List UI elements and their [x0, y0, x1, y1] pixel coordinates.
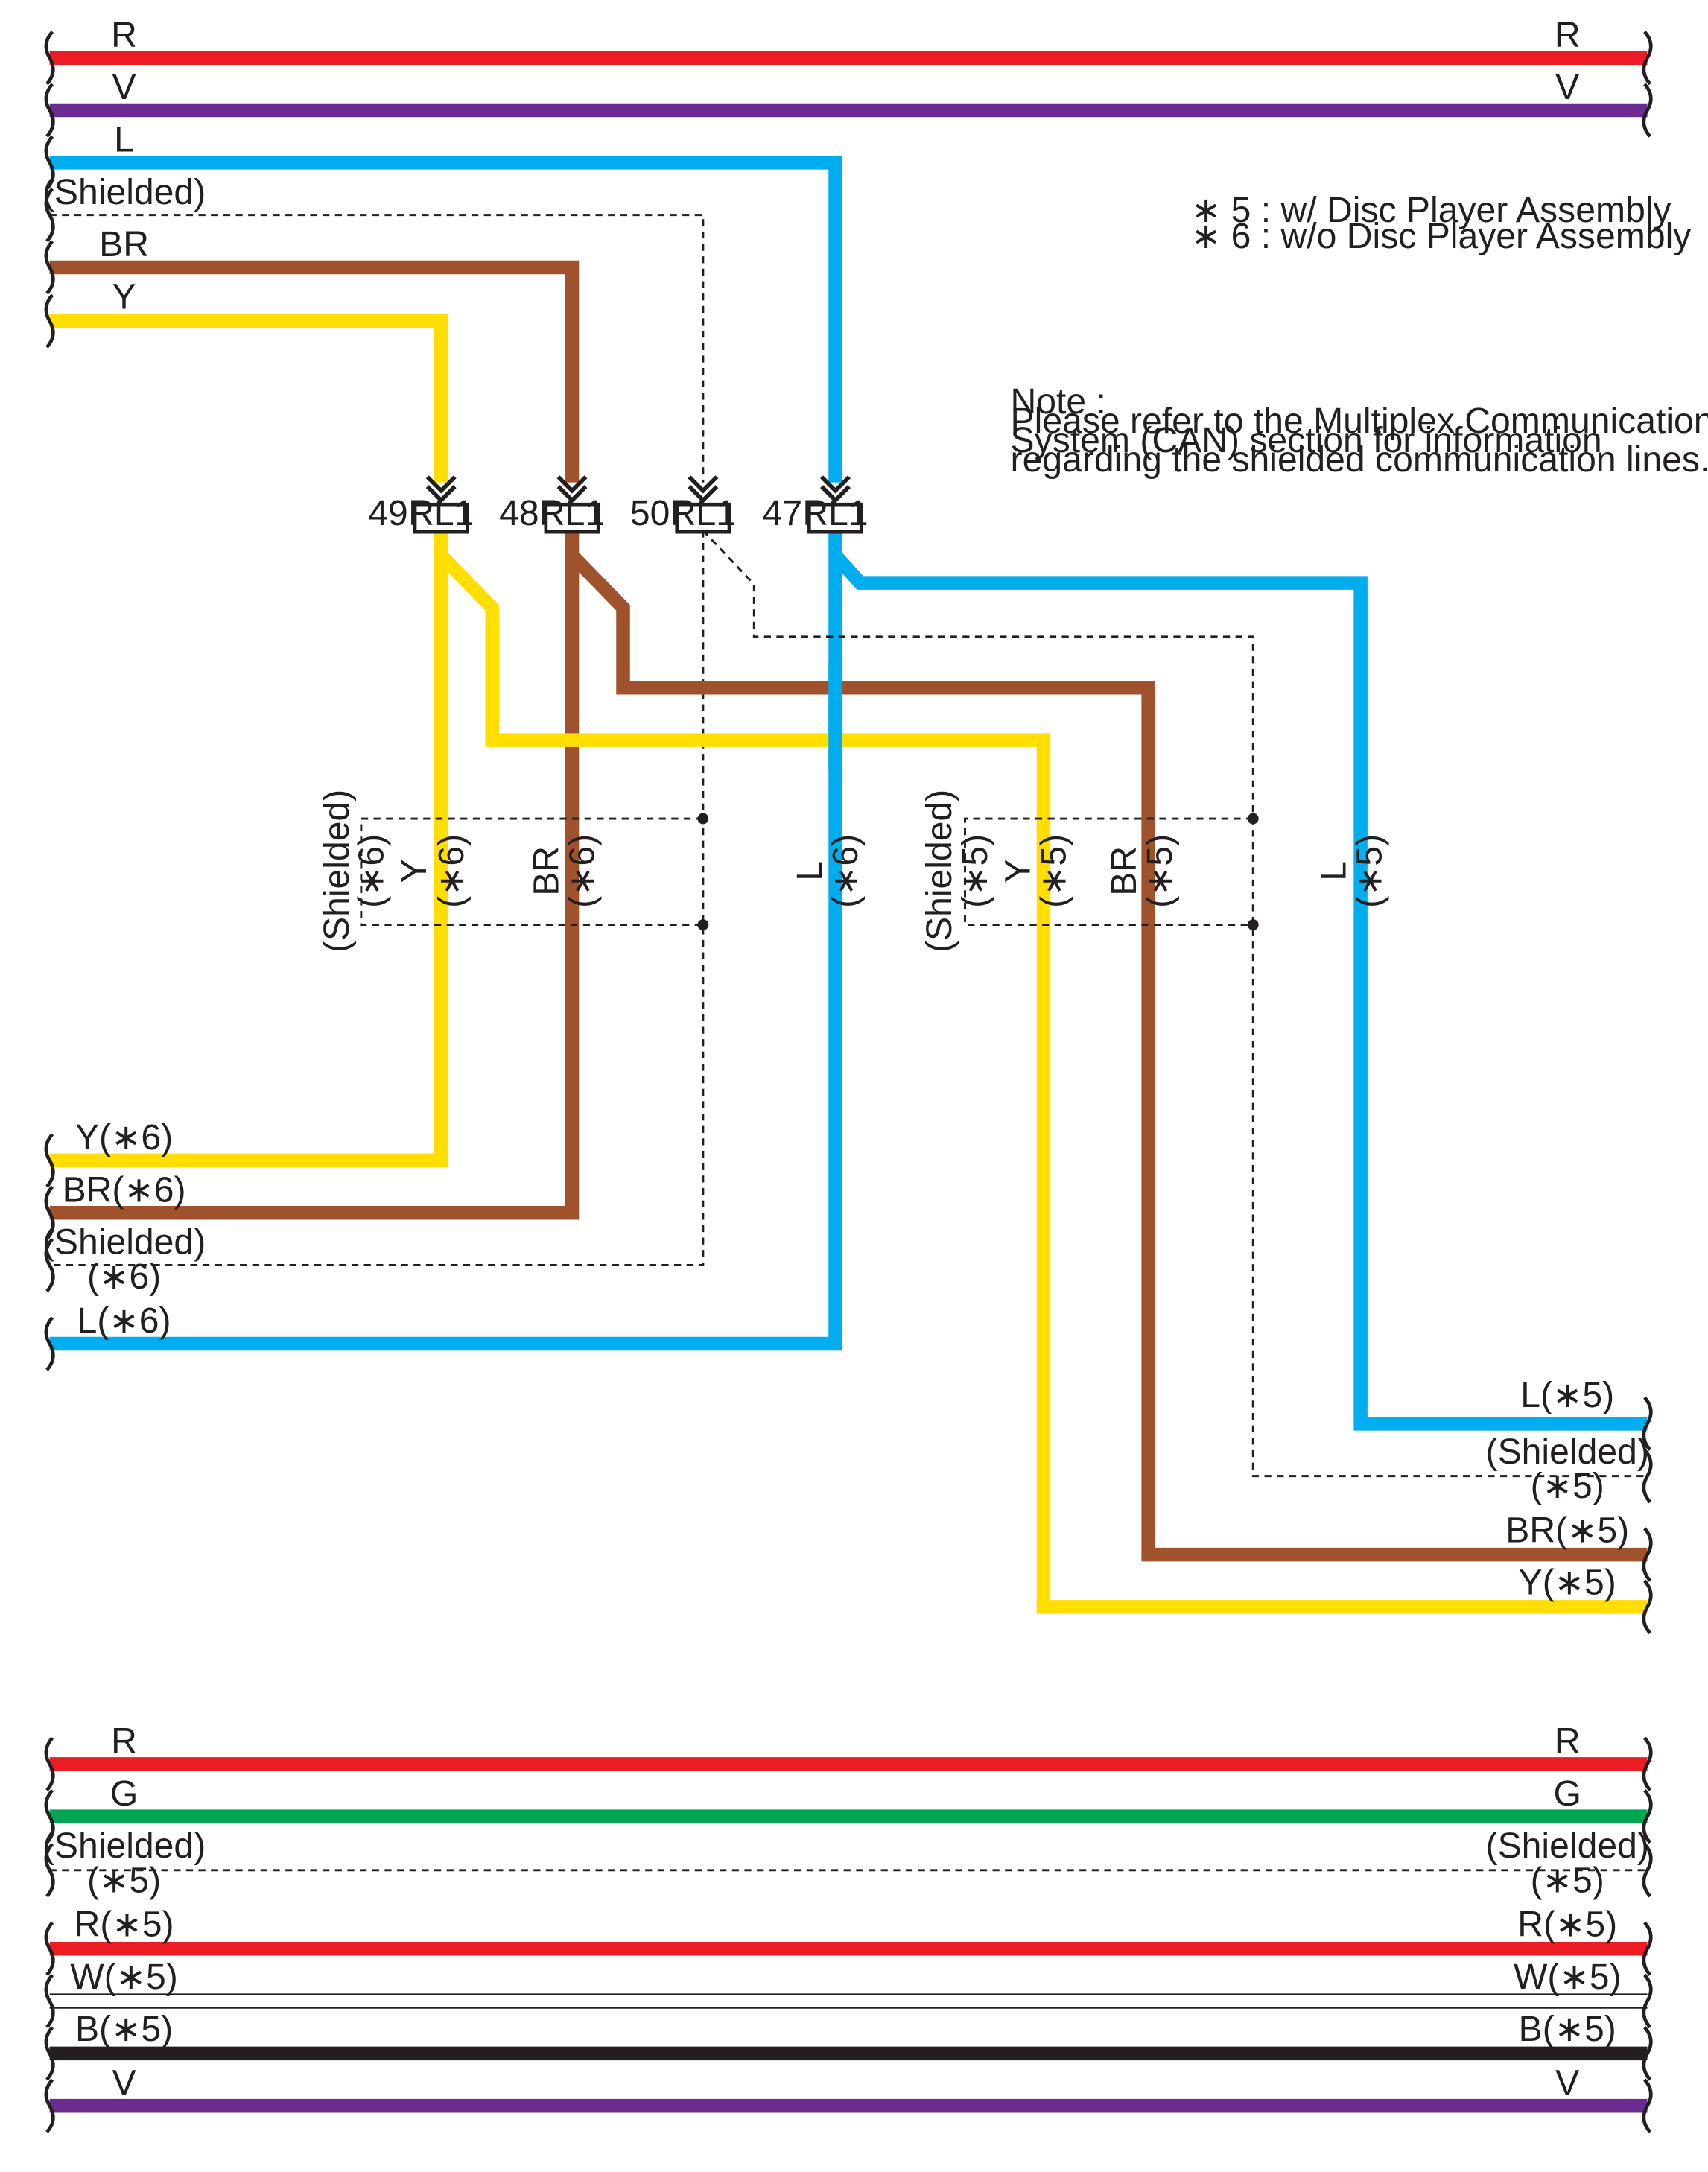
shield-box-v5	[963, 817, 1254, 927]
wire-label-r-left: R	[111, 15, 137, 55]
wire-label-r-right: R	[1555, 15, 1581, 55]
wire-label-y: Y	[112, 276, 136, 317]
v6-end-l: L(∗6)	[77, 1301, 171, 1341]
v5-br-tag: (∗5)	[1140, 834, 1180, 908]
v6-y-tag: (∗6)	[431, 834, 472, 908]
bottom-label-r5-right: R(∗5)	[1517, 1905, 1617, 1945]
connector-arrows	[425, 475, 851, 504]
shield-node	[697, 813, 709, 825]
pin-number: 48	[499, 493, 539, 533]
v6-end-br: BR(∗6)	[63, 1169, 186, 1210]
wire-label-l: L	[114, 120, 134, 160]
v5-shield-tag: (∗5)	[955, 834, 995, 908]
pin-number: 50	[630, 493, 670, 533]
connector-name: RL1	[802, 493, 868, 533]
connector-rl1-pin47: RL1 47	[763, 493, 869, 534]
v5-end-shielded: (Shielded)	[1486, 1432, 1649, 1472]
v5-end-shielded-tag: (∗5)	[1531, 1466, 1604, 1506]
bottom-label-shield-left: (Shielded)	[42, 1826, 206, 1866]
bottom-label-r-right: R	[1555, 1721, 1581, 1762]
v5-y-tag: (∗5)	[1034, 834, 1074, 908]
v6-end-shielded-tag: (∗6)	[87, 1257, 161, 1297]
note-line-2: System (CAN) section for information	[1011, 420, 1602, 460]
v6-end-y: Y(∗6)	[75, 1117, 173, 1158]
shield-node	[697, 919, 709, 930]
connector-rl1-pin49: RL1 49	[368, 493, 474, 534]
wire-w5-bottom	[49, 1993, 1648, 2009]
bottom-label-g-right: G	[1554, 1774, 1581, 1814]
note-title: Note :	[1011, 381, 1106, 422]
v5-end-l: L(∗5)	[1520, 1375, 1614, 1415]
bottom-label-shield-right: (Shielded)	[1486, 1826, 1649, 1866]
wire-l-top	[49, 156, 842, 483]
bottom-label-g-left: G	[110, 1774, 138, 1814]
v6-shield-label: (Shielded)	[317, 790, 357, 953]
connector-rl1-pin50: RL1 50	[630, 493, 736, 534]
note-line-3: regarding the shielded communication lin…	[1011, 439, 1708, 480]
wire-shield-v6	[49, 530, 705, 1267]
legend-line-1: ∗ 5 : w/ Disc Player Assembly	[1191, 190, 1672, 230]
v5-l-tag: (∗5)	[1349, 834, 1389, 908]
v6-shield-tag: (∗6)	[351, 834, 391, 908]
pin-number: 47	[763, 493, 803, 533]
v5-y-label: Y	[997, 859, 1038, 883]
bottom-label-r-left: R	[111, 1721, 137, 1762]
connector-name: RL1	[408, 493, 474, 533]
v6-y-label: Y	[394, 859, 434, 883]
bottom-label-r5-left: R(∗5)	[74, 1905, 174, 1945]
wire-shield-v5	[702, 530, 1648, 1478]
bottom-label-w5-left: W(∗5)	[70, 1957, 178, 1997]
v6-end-shielded: (Shielded)	[42, 1222, 206, 1263]
pin-number: 49	[368, 493, 408, 533]
wire-label-v-right: V	[1555, 67, 1579, 107]
wire-y-v6	[49, 530, 448, 1168]
v6-br-label: BR	[527, 846, 567, 896]
v6-br-tag: (∗6)	[562, 834, 603, 908]
wire-l-v6	[49, 530, 842, 1351]
bottom-label-shield-tag-left: (∗5)	[87, 1860, 161, 1900]
wire-br-top	[49, 260, 580, 483]
bottom-label-b5-left: B(∗5)	[75, 2009, 173, 2049]
bottom-label-b5-right: B(∗5)	[1519, 2009, 1616, 2049]
bottom-label-v-right: V	[1555, 2063, 1579, 2103]
v5-end-br: BR(∗5)	[1505, 1510, 1629, 1550]
break-marks-right	[1642, 31, 1653, 2133]
connector-rl1-pin48: RL1 48	[499, 493, 605, 534]
v5-l-label: L	[1313, 861, 1353, 881]
wire-br-v5	[567, 550, 1648, 1562]
shield-node	[1247, 919, 1259, 930]
bottom-label-w5-right: W(∗5)	[1514, 1957, 1622, 1997]
wire-y-v5	[436, 550, 1648, 1614]
wire-label-shielded: (Shielded)	[42, 172, 206, 212]
shield-node	[1247, 813, 1259, 825]
connector-name: RL1	[539, 493, 605, 533]
v5-shield-label: (Shielded)	[919, 790, 959, 953]
v5-br-label: BR	[1104, 846, 1144, 896]
wire-shield-top	[49, 214, 705, 483]
bottom-label-shield-tag-right: (∗5)	[1531, 1860, 1604, 1900]
note-line-1: Please refer to the Multiplex Communicat…	[1011, 401, 1708, 441]
wire-label-v-left: V	[112, 67, 136, 107]
bottom-label-v-left: V	[112, 2063, 136, 2103]
break-marks-left	[44, 31, 55, 2133]
wire-l-v5	[830, 550, 1648, 1431]
v6-l-label: L	[790, 861, 830, 881]
wire-br-v6	[49, 530, 580, 1220]
wire-y-top	[49, 314, 448, 483]
wire-label-br: BR	[99, 224, 149, 264]
legend-line-2: ∗ 6 : w/o Disc Player Assembly	[1191, 216, 1691, 256]
v6-l-tag: (∗6)	[825, 834, 866, 908]
connector-name: RL1	[670, 493, 736, 533]
v5-end-y: Y(∗5)	[1519, 1563, 1616, 1603]
